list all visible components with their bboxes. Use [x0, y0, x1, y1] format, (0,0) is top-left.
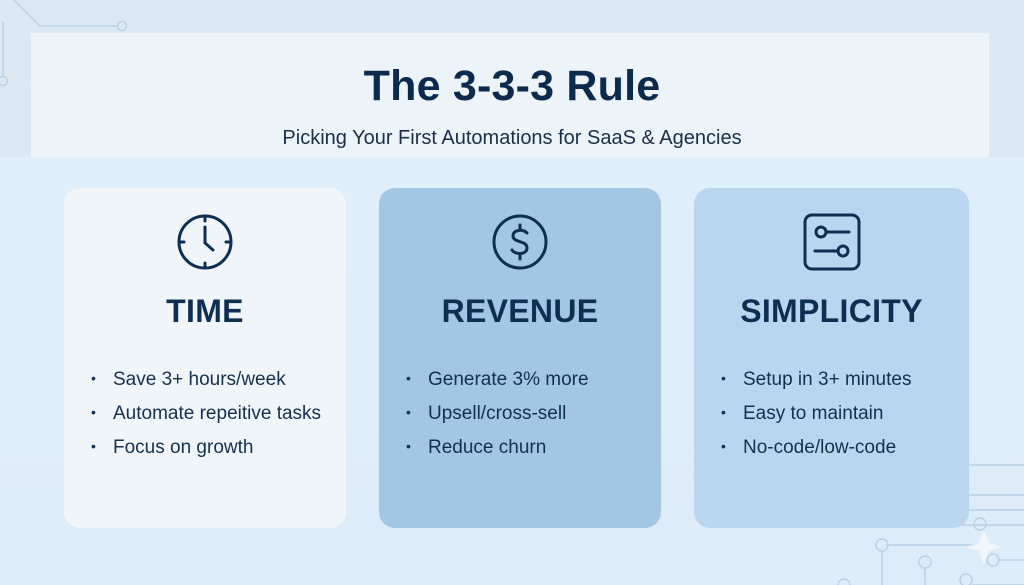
list-item: • No-code/low-code: [721, 430, 911, 464]
list-item: • Reduce churn: [406, 430, 589, 464]
card-heading: TIME: [166, 293, 244, 329]
list-item: • Focus on growth: [91, 430, 321, 464]
bullet: •: [406, 438, 411, 454]
list-item-text: No-code/low-code: [743, 437, 897, 458]
card-time: TIME • Save 3+ hours/week • Automate repei…: [64, 188, 346, 528]
bullet: •: [91, 438, 96, 454]
list-item-text: Easy to maintain: [743, 403, 884, 424]
list-item-text: Automate repeitive tasks: [113, 403, 322, 424]
list-item: • Upsell/cross-sell: [406, 396, 589, 430]
list-item-text: Upsell/cross-sell: [428, 403, 567, 424]
list-item: • Generate 3% more: [406, 362, 589, 396]
bullet: •: [406, 370, 411, 386]
list-item-text: Save 3+ hours/week: [113, 369, 286, 390]
list-item-text: Setup in 3+ minutes: [743, 369, 912, 390]
list-item: • Save 3+ hours/week: [91, 362, 321, 396]
card-list: • Setup in 3+ minutes • Easy to maintain •…: [721, 362, 911, 464]
list-item: • Automate repeitive tasks: [91, 396, 321, 430]
card-list: • Save 3+ hours/week • Automate repeitive …: [91, 362, 321, 464]
bullet: •: [91, 370, 96, 386]
bullet: •: [721, 438, 726, 454]
list-item: • Easy to maintain: [721, 396, 911, 430]
card-heading: REVENUE: [441, 293, 599, 329]
list-item-text: Reduce churn: [428, 437, 547, 458]
list-item: • Setup in 3+ minutes: [721, 362, 911, 396]
list-item-text: Focus on growth: [113, 437, 254, 458]
card-heading: SIMPLICITY: [740, 293, 923, 329]
clock-icon: [177, 214, 233, 270]
card-revenue: REVENUE • Generate 3% more • Upsell/cross-…: [379, 188, 661, 528]
header-panel: [31, 33, 989, 157]
page-subtitle: Picking Your First Automations for SaaS …: [282, 127, 742, 149]
bullet: •: [91, 404, 96, 420]
page-title: The 3-3-3 Rule: [363, 62, 661, 110]
sliders-icon: [803, 213, 860, 271]
list-item-text: Generate 3% more: [428, 369, 589, 390]
bullet: •: [721, 404, 726, 420]
card-list: • Generate 3% more • Upsell/cross-sell • Re…: [406, 362, 589, 464]
bullet: •: [406, 404, 411, 420]
card-simplicity: SIMPLICITY • Setup in 3+ minutes • Easy to…: [694, 188, 969, 528]
dollar-icon: [492, 214, 548, 270]
bullet: •: [721, 370, 726, 386]
